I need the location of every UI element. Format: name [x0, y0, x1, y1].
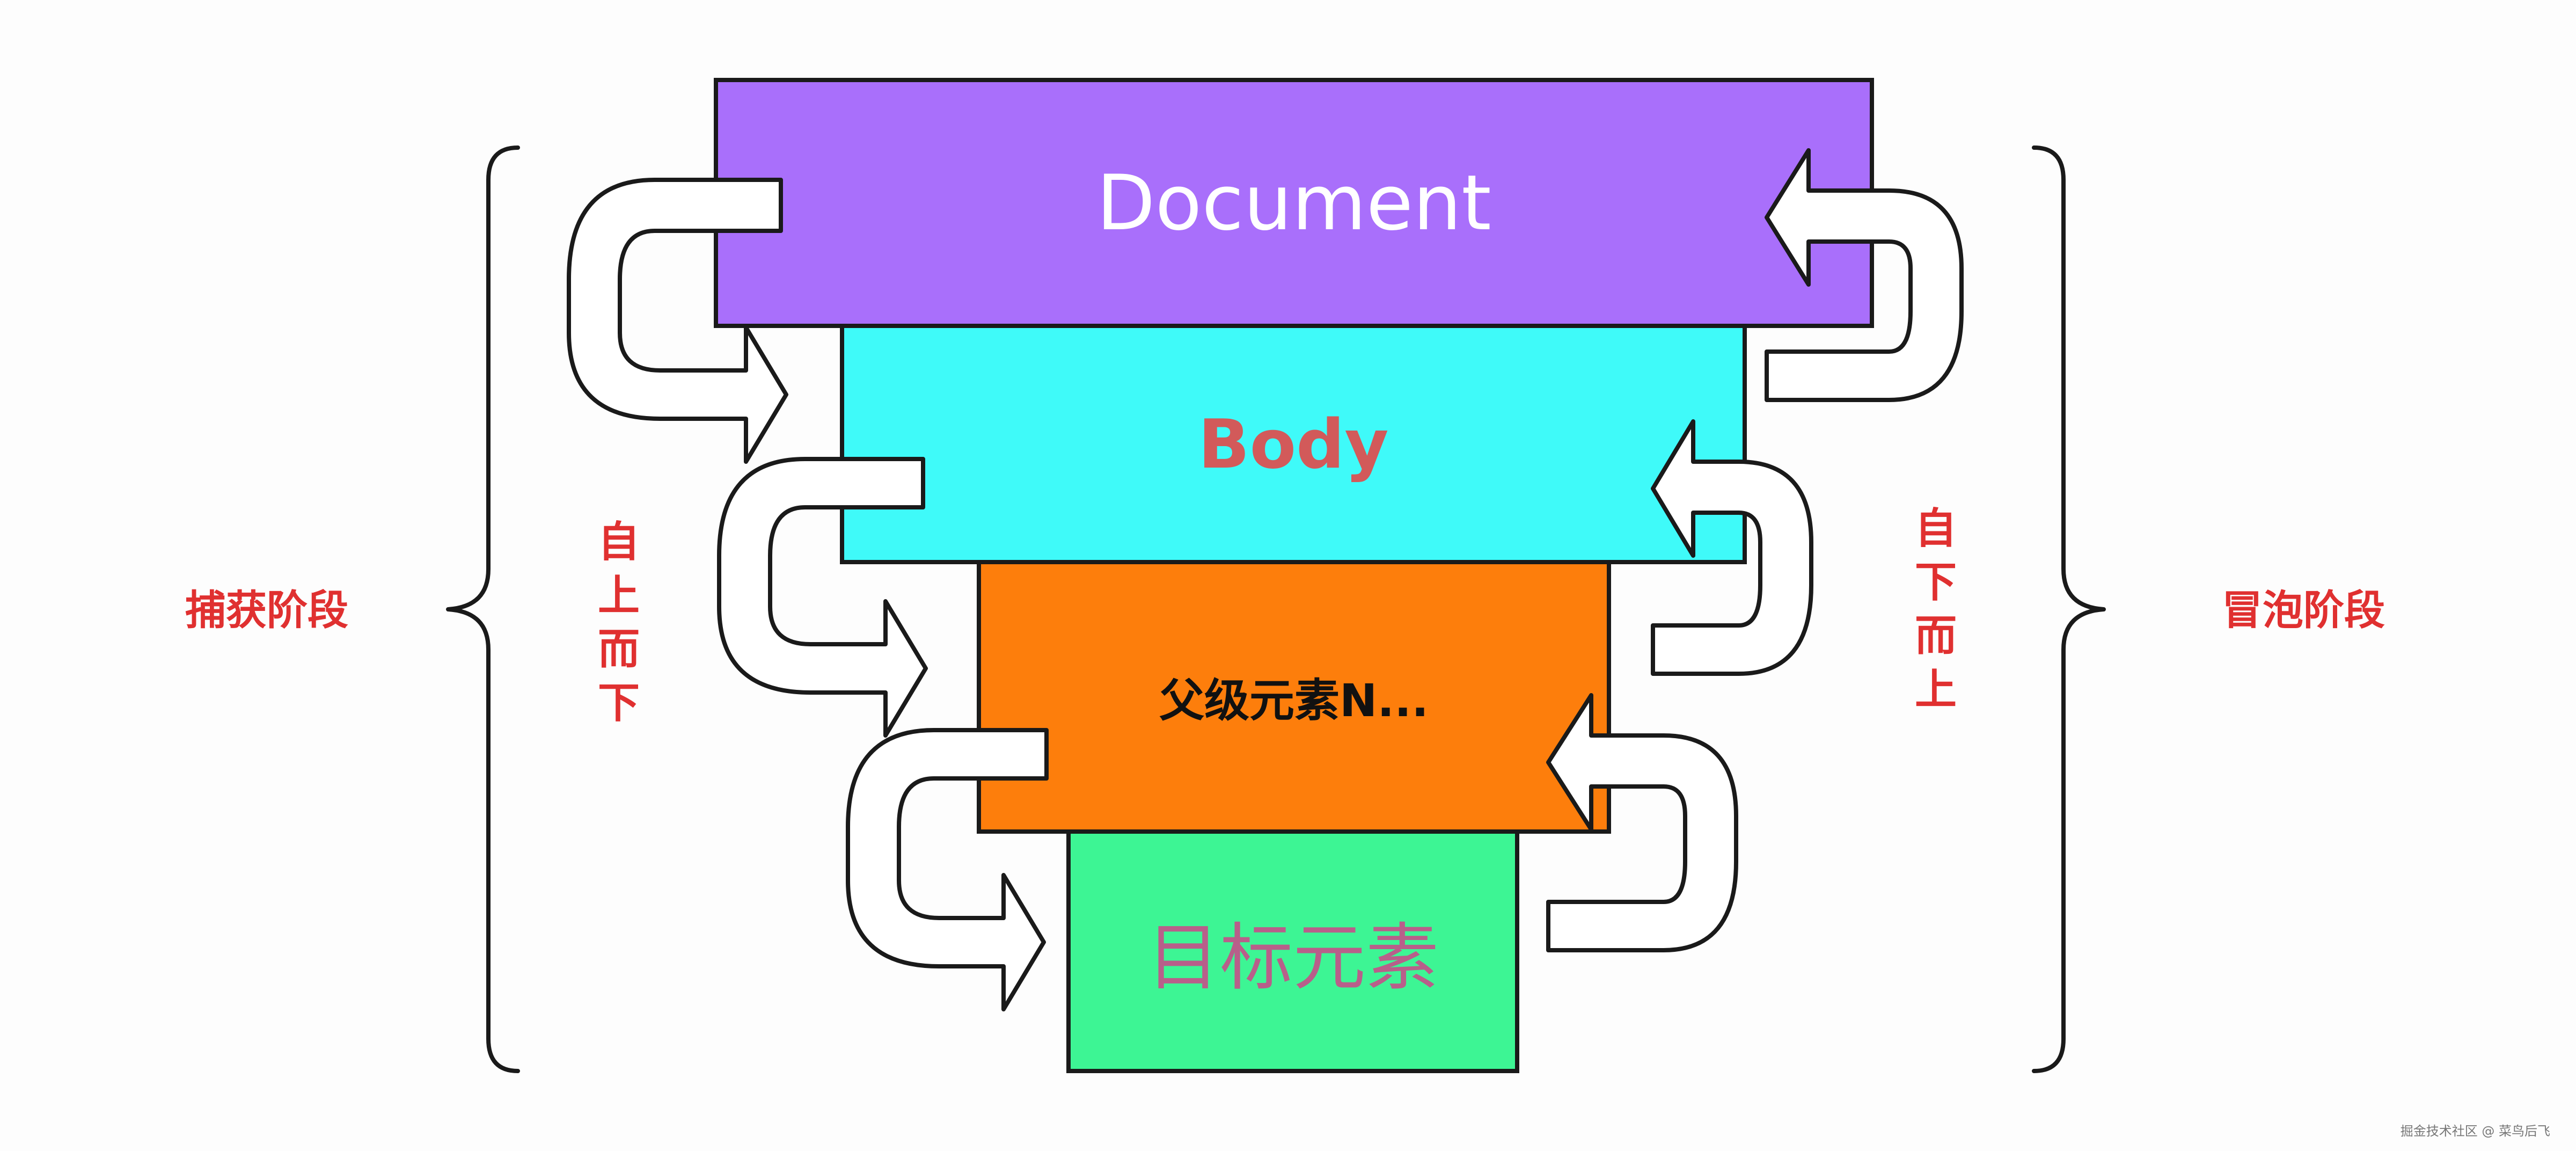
capture-phase-label: 捕获阶段	[185, 586, 348, 634]
capture-arrow-2	[717, 457, 928, 738]
capture-arrow-1	[567, 178, 788, 464]
bottom-up-label: 自下而上	[1914, 505, 1957, 714]
document-layer: Document	[714, 78, 1874, 328]
capture-brace	[446, 145, 520, 1073]
top-down-label: 自上而下	[597, 518, 640, 727]
parent-element-label: 父级元素N...	[1159, 674, 1429, 727]
bubble-arrow-3	[1546, 693, 1738, 952]
body-label: Body	[1198, 404, 1389, 484]
bubble-phase-label: 冒泡阶段	[2222, 586, 2385, 634]
bubble-arrow-2	[1651, 419, 1813, 676]
watermark: 掘金技术社区 @ 菜鸟后飞	[2400, 1124, 2550, 1139]
parent-element-layer: 父级元素N...	[977, 560, 1611, 834]
bubble-arrow-1	[1765, 148, 1964, 402]
bubble-brace	[2032, 145, 2106, 1073]
capture-arrow-3	[846, 728, 1049, 1011]
target-element-layer: 目标元素	[1066, 829, 1519, 1073]
document-label: Document	[1096, 158, 1491, 247]
target-element-label: 目标元素	[1147, 915, 1439, 1001]
